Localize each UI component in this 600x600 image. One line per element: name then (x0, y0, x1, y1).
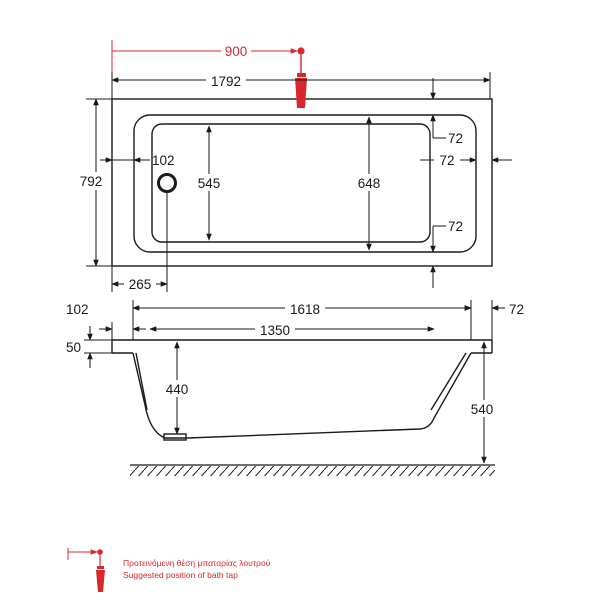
drain-offset-top-label: 102 (152, 153, 175, 168)
tap-position-dimension: 900 (225, 44, 248, 59)
rim-top-right-label: 72 (448, 131, 463, 146)
overall-length-dimension-line (111, 72, 491, 99)
overall-width-label: 792 (80, 174, 103, 189)
rim-thickness-dimension-line (84, 326, 112, 368)
drain-outlet-icon (163, 433, 187, 441)
overall-length-label: 1792 (211, 74, 241, 89)
floor-hatch (130, 464, 495, 476)
inner-width-label: 545 (198, 176, 221, 191)
drain-offset-left-label: 265 (129, 277, 152, 292)
legend-greek-text: Προτεινόμενη θέση μπαταρίας λουτρού (123, 558, 271, 568)
basin-outline (151, 123, 431, 243)
rim-right-dimension-line (458, 300, 505, 340)
inner-depth-label: 440 (166, 382, 189, 397)
inner-length-top-label: 1618 (290, 302, 320, 317)
inner-length-bottom-label: 1350 (260, 323, 290, 338)
top-view (111, 98, 493, 267)
rim-left-label: 102 (66, 302, 89, 317)
rim-right-label: 72 (509, 302, 524, 317)
inner-width-right-label: 648 (358, 176, 381, 191)
legend-english-text: Suggested position of bath tap (123, 570, 238, 580)
tap-marker-icon (111, 40, 307, 108)
rim-thickness-label: 50 (66, 340, 81, 355)
rim-side-right-label: 72 (439, 153, 454, 168)
tub-body-outline (132, 352, 472, 439)
legend-tap-icon (67, 548, 105, 592)
rim-top-right-dimension-line (430, 78, 446, 139)
side-view (111, 339, 493, 441)
rim-bottom-right-label: 72 (448, 219, 463, 234)
rim-bottom-right-dimension-line (430, 225, 446, 288)
inner-rim-outline (133, 114, 477, 253)
drain-icon (157, 173, 177, 193)
rim-left-dimension-line (99, 322, 146, 340)
overall-height-label: 540 (471, 402, 494, 417)
